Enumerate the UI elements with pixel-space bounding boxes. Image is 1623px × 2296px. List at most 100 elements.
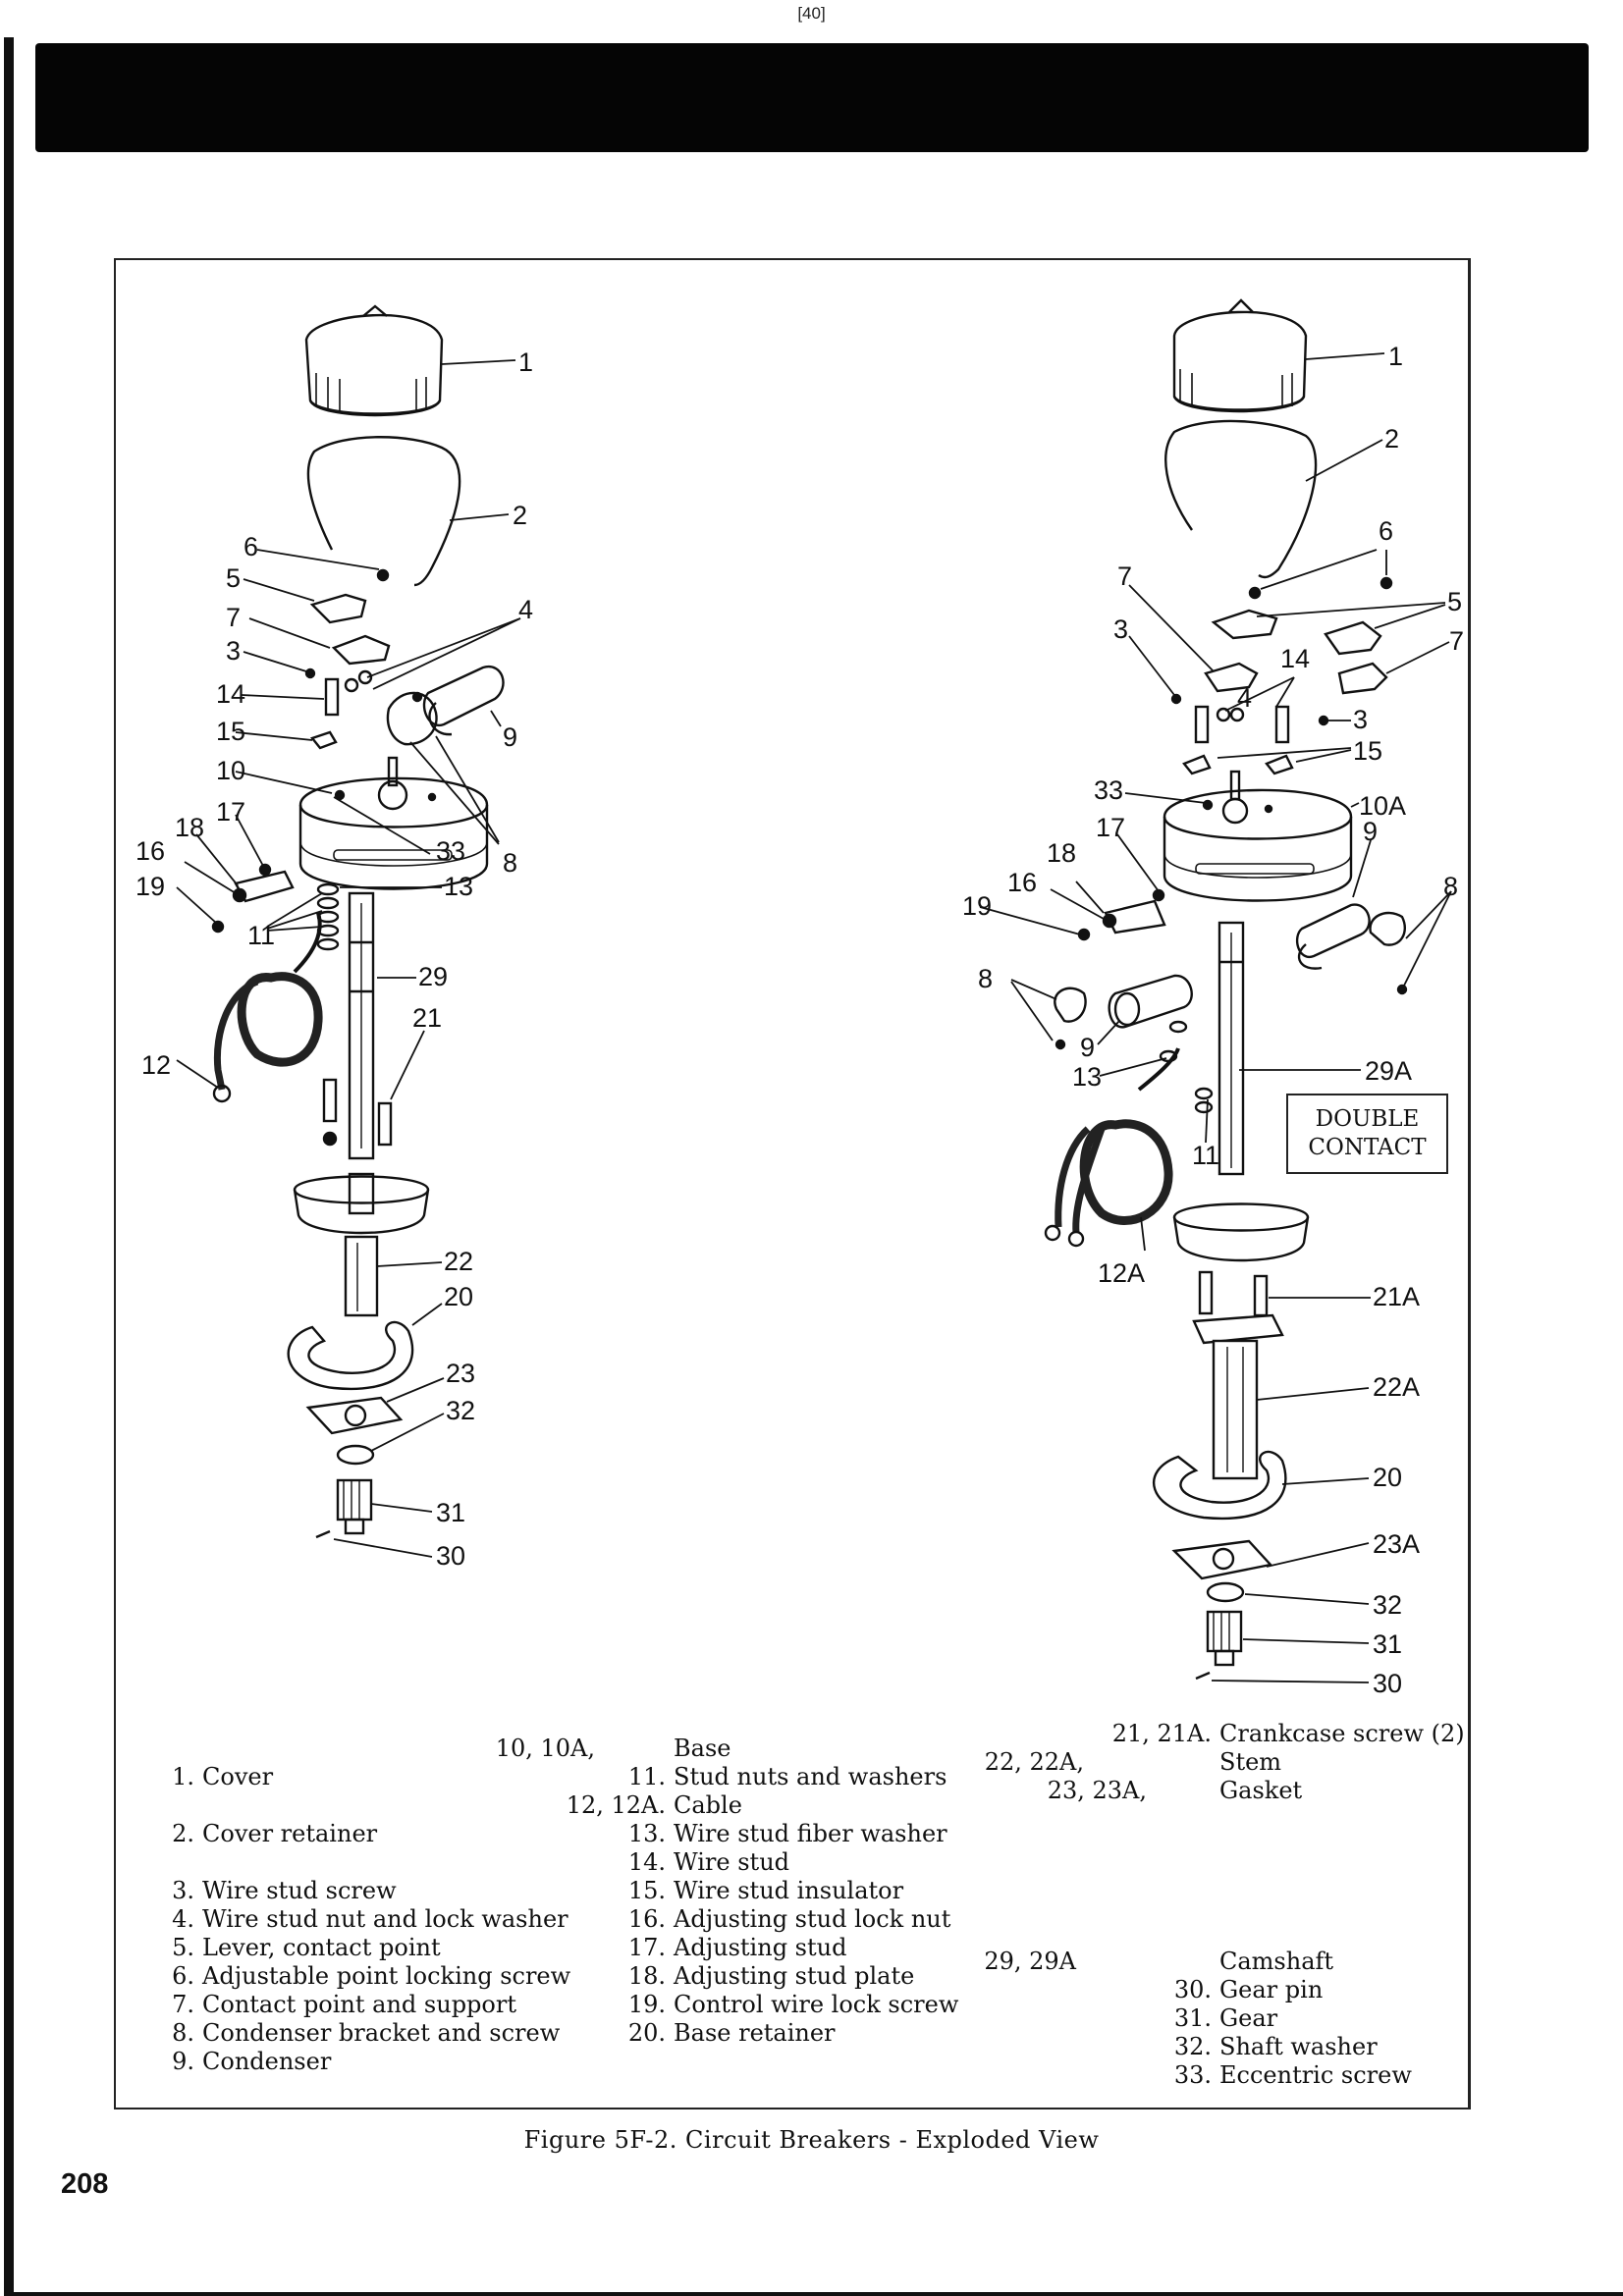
double-contact-line: CONTACT <box>1308 1135 1427 1160</box>
legend-row: 11.Stud nuts and washers <box>479 1763 958 1791</box>
left-leader-lines <box>176 359 521 1558</box>
left-stem-part <box>293 1172 430 1317</box>
left-gear-part <box>336 1478 373 1535</box>
callout: 33 <box>436 836 465 866</box>
right-contact-parts <box>1170 576 1393 775</box>
callout: 8 <box>503 848 517 878</box>
legend-text: Wire stud fiber washer <box>674 1820 947 1847</box>
header-band <box>35 43 1589 152</box>
callout: 22 <box>444 1247 473 1276</box>
legend-row: 3. Wire stud screw <box>163 1877 570 1905</box>
legend-num: 12, 12A. <box>566 1791 666 1819</box>
page-tag: [40] <box>797 4 826 23</box>
legend-num: 18. <box>627 1962 666 1990</box>
callout: 23A <box>1373 1529 1420 1559</box>
legend-text: Shaft washer <box>1219 2033 1378 2060</box>
left-base-retainer-part <box>287 1320 414 1391</box>
left-assembly <box>176 304 521 1558</box>
legend-text: Cover <box>202 1763 274 1790</box>
callout: 12 <box>141 1050 171 1080</box>
right-leader-lines <box>979 352 1452 1683</box>
callout: 14 <box>1280 644 1310 673</box>
legend-row: 1. Cover <box>163 1763 570 1791</box>
left-gasket-part <box>305 1396 404 1435</box>
callout: 11 <box>1192 1141 1219 1170</box>
double-contact-label: DOUBLE CONTACT <box>1286 1094 1448 1174</box>
right-camshaft-part <box>1217 921 1245 1176</box>
legend-text: Stem <box>1219 1748 1282 1776</box>
callout: 21A <box>1373 1282 1420 1311</box>
legend-row: 10, 10A, Base <box>479 1735 958 1763</box>
callout: 19 <box>135 872 165 901</box>
legend-num: 10, 10A, <box>495 1735 595 1762</box>
callout: 4 <box>1237 683 1252 713</box>
callout: 1 <box>518 347 533 377</box>
legend-text: Adjusting stud lock nut <box>674 1905 951 1933</box>
callout: 23 <box>446 1359 475 1388</box>
legend-num: 14. <box>627 1848 666 1876</box>
legend-text: Control wire lock screw <box>674 1991 959 2018</box>
callout: 12A <box>1098 1258 1145 1288</box>
page-number: 208 <box>61 2168 109 2200</box>
callout: 18 <box>175 813 204 842</box>
left-camshaft-part <box>348 891 375 1160</box>
legend-num: 2. <box>172 1820 194 1847</box>
legend-row: 9. Condenser <box>163 2048 570 2076</box>
legend-row: 4.Wire stud nut and lock washer <box>163 1905 570 1934</box>
callout: 8 <box>1443 872 1458 901</box>
legend-text: Wire stud <box>674 1848 790 1876</box>
callout: 10A <box>1359 791 1406 821</box>
callout: 3 <box>1353 705 1368 734</box>
callout: 11 <box>247 921 275 950</box>
legend-num: 21, 21A. <box>1111 1720 1212 1747</box>
callout: 10 <box>216 756 245 785</box>
legend-num: 19. <box>627 1991 666 2018</box>
legend-num: 1. <box>172 1763 194 1790</box>
callout: 3 <box>1113 614 1128 644</box>
callout: 30 <box>1373 1669 1402 1693</box>
legend-row: 21, 21A.Crankcase screw (2) <box>982 1720 1465 1748</box>
legend-num: 13. <box>627 1820 666 1847</box>
legend-text: Gasket <box>1219 1777 1303 1804</box>
legend-text: Base retainer <box>674 2019 836 2047</box>
right-callout-labels: 1 2 6 5 7 7 3 14 4 3 15 33 10A 17 9 18 1… <box>962 342 1464 1693</box>
right-condensers <box>1054 903 1408 1050</box>
callout: 5 <box>1447 587 1462 616</box>
callout: 1 <box>1388 342 1403 371</box>
legend-text: Base <box>674 1735 731 1762</box>
legend-text: Eccentric screw <box>1219 2061 1412 2089</box>
callout: 2 <box>1384 424 1399 454</box>
callout: 16 <box>1007 868 1037 897</box>
legend-row: 12, 12A. Cable <box>479 1791 958 1820</box>
legend-text: Cable <box>674 1791 742 1819</box>
legend-num: 29, 29A <box>984 1948 1076 1975</box>
callout: 18 <box>1047 838 1076 868</box>
callout: 9 <box>503 722 517 752</box>
legend-num: 7. <box>172 1991 194 2018</box>
right-gear-part <box>1206 1610 1243 1667</box>
legend-text: Adjusting stud plate <box>674 1962 915 1990</box>
legend-row: 16. Adjusting stud lock nut <box>479 1905 958 1934</box>
legend-row: 17.Adjusting stud <box>479 1934 958 1962</box>
callout: 5 <box>226 563 241 593</box>
legend-num: 5. <box>172 1934 194 1961</box>
right-cover-part <box>1172 298 1308 413</box>
legend-num: 9. <box>172 2048 194 2075</box>
left-shaft-washer <box>336 1444 375 1466</box>
callout: 17 <box>216 797 245 827</box>
legend-num: 3. <box>172 1877 194 1904</box>
legend-text: Condenser <box>202 2048 332 2075</box>
right-cable-part <box>1044 1047 1180 1248</box>
legend-num: 33. <box>1173 2061 1212 2089</box>
callout: 30 <box>436 1541 465 1571</box>
legend-text: Camshaft <box>1219 1948 1334 1975</box>
legend-num: 22, 22A, <box>984 1748 1084 1776</box>
legend-num: 16. <box>627 1905 666 1933</box>
callout: 21 <box>412 1003 442 1033</box>
bottom-margin-rule <box>4 2292 1623 2296</box>
legend-row: 8.Condenser bracket and screw <box>163 2019 570 2048</box>
callout: 6 <box>243 532 258 561</box>
legend-text: Wire stud screw <box>202 1877 397 1904</box>
left-cable-part <box>212 912 323 1103</box>
right-gear-pin <box>1195 1671 1211 1681</box>
